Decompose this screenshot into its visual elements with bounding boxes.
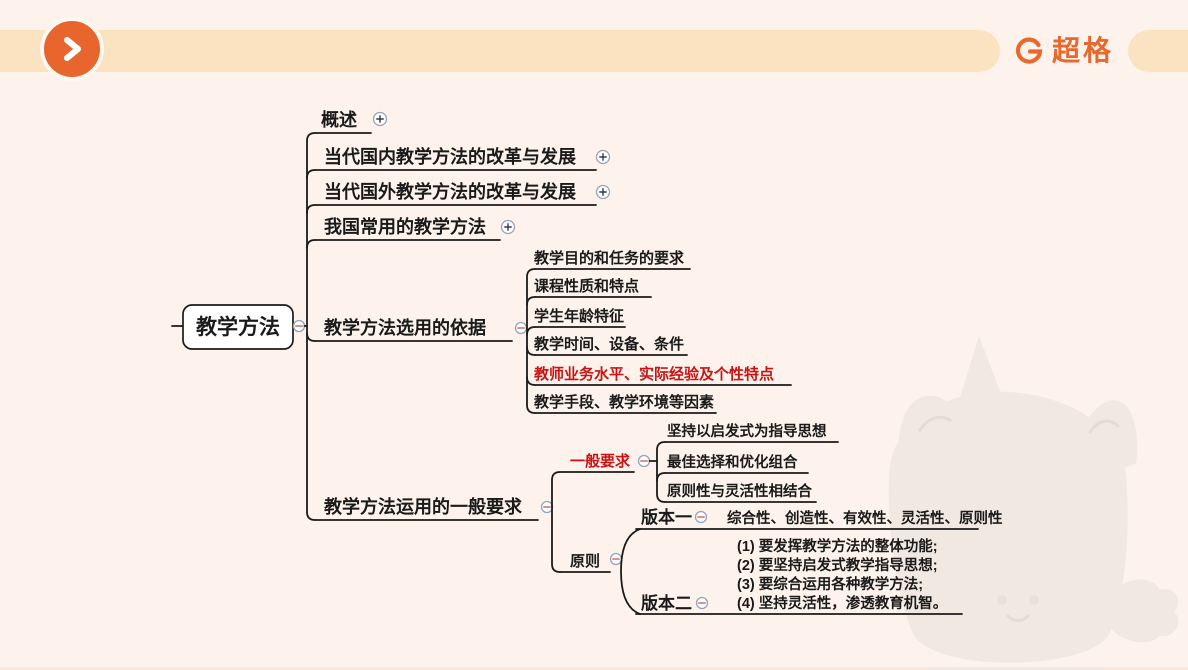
collapse-icon[interactable] [695, 596, 709, 610]
collapse-icon[interactable] [609, 552, 623, 566]
brand-logo: 超格 [1014, 36, 1114, 66]
node-label[interactable]: 我国常用的教学方法 [324, 216, 486, 237]
collapse-icon[interactable] [540, 500, 554, 514]
node-foreign-reform: 当代国外教学方法的改革与发展 [314, 181, 611, 206]
node-basis-goal: 教学目的和任务的要求 [533, 249, 691, 270]
root-node-label[interactable]: 教学方法 [196, 315, 280, 339]
node-principles: 原则 [559, 552, 623, 573]
node-label[interactable]: 教学手段、教学环境等因素 [533, 393, 714, 411]
collapse-icon[interactable] [694, 510, 708, 524]
brand-g-icon [1015, 37, 1043, 64]
node-line: (2) 要坚持启发式教学指导思想; [737, 556, 938, 574]
collapse-icon[interactable] [514, 321, 528, 335]
unicorn-mascot-watermark [888, 336, 1179, 670]
node-label[interactable]: 教学时间、设备、条件 [533, 335, 684, 353]
node-root: 教学方法 [171, 304, 306, 350]
brand-name: 超格 [1052, 35, 1115, 66]
node-selection-basis: 教学方法选用的依据 [314, 317, 528, 342]
header-band [0, 30, 1000, 72]
chevron-right-icon [64, 37, 81, 61]
header-band-right [1128, 30, 1188, 72]
node-label[interactable]: 原则 [570, 552, 600, 570]
node-label[interactable]: 教学目的和任务的要求 [533, 249, 685, 267]
collapse-icon[interactable] [292, 319, 306, 333]
node-label[interactable]: 原则性与灵活性相结合 [667, 482, 812, 500]
node-label[interactable]: 当代国内教学方法的改革与发展 [324, 146, 577, 167]
bottom-edge [0, 667, 1188, 670]
node-label[interactable]: 当代国外教学方法的改革与发展 [324, 181, 577, 202]
node-general-requirements-branch: 教学方法运用的一般要求 [314, 496, 554, 521]
node-line: (1) 要发挥教学方法的整体功能; [737, 537, 938, 555]
expand-icon[interactable] [595, 184, 611, 200]
node-label[interactable]: 教学方法运用的一般要求 [324, 496, 523, 517]
node-label[interactable]: 学生年龄特征 [534, 307, 624, 325]
branch-connectors-principles [620, 528, 641, 615]
branch-connectors-level1 [303, 132, 316, 521]
node-basis-age: 学生年龄特征 [534, 307, 626, 328]
node-label[interactable]: 教学方法选用的依据 [324, 317, 486, 338]
node-label[interactable]: 坚持以启发式为指导思想 [667, 422, 827, 440]
node-overview: 概述 [314, 109, 388, 134]
node-req-heuristic: 坚持以启发式为指导思想 [664, 422, 839, 443]
expand-icon[interactable] [500, 219, 516, 235]
node-version-one: 版本一 综合性、创造性、有效性、灵活性、原则性 [635, 507, 1003, 530]
node-multiline-text[interactable]: (1) 要发挥教学方法的整体功能; (2) 要坚持启发式教学指导思想; (3) … [737, 537, 947, 612]
node-summary[interactable]: 综合性、创造性、有效性、灵活性、原则性 [727, 509, 1003, 527]
node-req-optimal: 最佳选择和优化组合 [664, 453, 809, 474]
node-label[interactable]: 版本一 [641, 507, 692, 527]
node-label[interactable]: 版本二 [641, 593, 692, 613]
expand-icon[interactable] [372, 111, 388, 127]
back-arrow-button[interactable] [40, 17, 104, 81]
expand-icon[interactable] [595, 149, 611, 165]
node-basis-time: 教学时间、设备、条件 [533, 335, 688, 356]
node-basis-environment: 教学手段、教学环境等因素 [533, 393, 717, 414]
node-label[interactable]: 一般要求 [570, 452, 631, 470]
node-label[interactable]: 教师业务水平、实际经验及个性特点 [533, 365, 774, 383]
node-general-requirement: 一般要求 [559, 452, 651, 473]
node-version-two: 版本二 (1) 要发挥教学方法的整体功能; (2) 要坚持启发式教学指导思想; … [635, 537, 963, 615]
node-req-principle-flexibility: 原则性与灵活性相结合 [664, 482, 817, 503]
node-basis-teacher-highlighted: 教师业务水平、实际经验及个性特点 [533, 365, 792, 386]
branch-connectors-selection-basis [526, 268, 536, 414]
branch-connectors-general-requirements [551, 471, 561, 573]
node-line: (3) 要综合运用各种教学方法; [737, 575, 923, 593]
node-label[interactable]: 最佳选择和优化组合 [667, 453, 798, 471]
node-common-methods: 我国常用的教学方法 [314, 216, 516, 241]
node-label[interactable]: 课程性质和特点 [534, 277, 639, 295]
collapse-icon[interactable] [637, 454, 651, 468]
node-line: (4) 坚持灵活性，渗透教育机智。 [737, 594, 947, 612]
node-basis-course: 课程性质和特点 [534, 277, 652, 298]
branch-connectors-general-requirement [648, 441, 666, 503]
node-domestic-reform: 当代国内教学方法的改革与发展 [314, 146, 611, 171]
node-label[interactable]: 概述 [321, 109, 357, 130]
